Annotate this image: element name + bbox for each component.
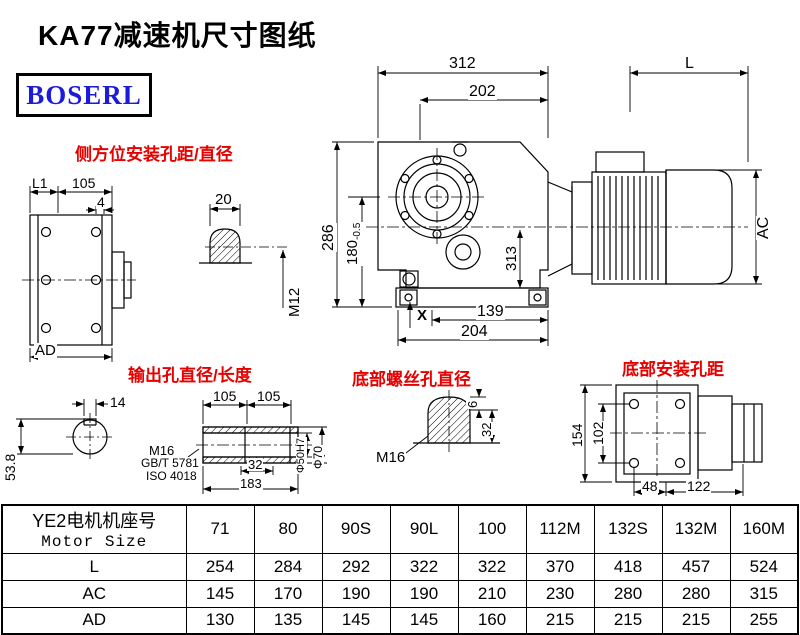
value-cell: 210 [457,579,527,608]
value-cell: 370 [525,552,595,581]
row-label-cell: AC [1,579,187,608]
table-row-AC: AC 145 170 190 190 210 230 280 280 315 [1,579,799,608]
motor-size-cell: 100 [457,504,527,554]
value-cell: 215 [593,606,663,635]
label-side-mount: 侧方位安装孔距/直径 [75,145,233,164]
value-cell: 315 [729,579,799,608]
value-cell: 145 [185,579,255,608]
dim-L1: L1 [31,175,49,191]
dim-286: 286 [320,223,337,252]
value-cell: 322 [457,552,527,581]
dim-139: 139 [476,303,505,320]
dim-204: 204 [460,323,489,340]
dim-32-shaft: 32 [247,457,264,472]
dim-phi50: Φ50H7 [295,436,307,474]
dim-6: 6 [465,399,480,409]
label-bottom-screw: 底部螺丝孔直径 [352,370,471,389]
motor-size-header-cell: YE2电机机座号 Motor Size [1,504,187,554]
value-cell: 280 [593,579,663,608]
motor-size-cell: 90L [389,504,459,554]
value-cell: 254 [185,552,255,581]
dim-102: 102 [590,420,606,446]
motor-size-cell: 80 [253,504,323,554]
bottom-screw-view [401,389,500,457]
value-cell: 280 [661,579,731,608]
value-cell: 322 [389,552,459,581]
motor-size-cell: 71 [185,504,255,554]
table-header-row: YE2电机机座号 Motor Size 71 80 90S 90L 100 11… [1,504,799,554]
value-cell: 160 [457,606,527,635]
value-cell: 215 [525,606,595,635]
motor-size-cell: 90S [321,504,391,554]
label-output-hole: 输出孔直径/长度 [128,366,252,385]
dim-4: 4 [96,194,106,210]
value-cell: 135 [253,606,323,635]
dim-phi70: Φ70 [311,445,325,470]
motor-size-table: YE2电机机座号 Motor Size 71 80 90S 90L 100 11… [1,504,799,635]
value-cell: 130 [185,606,255,635]
value-cell: 190 [389,579,459,608]
motor-size-cell: 160M [729,504,799,554]
main-centerlines [366,148,748,246]
dim-M16-screw: M16 [375,449,407,466]
dim-48: 48 [641,478,659,494]
key-profile-view [199,204,288,308]
dim-180-value: 180 [344,239,361,265]
motor-size-cell: 132S [593,504,663,554]
label-bottom-mount: 底部安装孔距 [622,360,724,379]
dim-53-8: 53.8 [2,452,18,482]
dim-AD: AD [34,342,57,359]
bottom-mount-view [610,380,763,488]
brand-logo: BOSERL [16,73,152,117]
value-cell: 457 [661,552,731,581]
dim-M16-bolt-spec: M16 [148,443,176,458]
motor-header-cn: YE2电机机座号 [32,511,157,532]
value-cell: 190 [321,579,391,608]
value-cell: 524 [729,552,799,581]
value-cell: 230 [525,579,595,608]
table-row-AD: AD 130 135 145 145 160 215 215 215 255 [1,606,799,635]
dim-105-side: 105 [71,175,97,191]
row-label-cell: L [1,552,187,581]
dim-32-screw: 32 [479,421,494,438]
dim-313: 313 [503,244,520,272]
table-row-L: L 254 284 292 322 322 370 418 457 524 [1,552,799,581]
dim-180-tolerance: -0.5 [352,222,363,240]
shaft-end-view [16,399,114,461]
value-cell: 292 [321,552,391,581]
value-cell: 418 [593,552,663,581]
page-title: KA77减速机尺寸图纸 [38,20,317,51]
motor-size-cell: 112M [525,504,595,554]
value-cell: 215 [661,606,731,635]
dim-ISO-standard: ISO 4018 [145,469,198,483]
dim-X: X [416,307,429,324]
main-front-view [377,141,733,308]
value-cell: 145 [389,606,459,635]
dim-122: 122 [686,478,712,494]
dim-L: L [684,55,695,72]
dim-105b: 105 [256,388,282,404]
dim-154: 154 [569,422,585,448]
brand-logo-text: BOSERL [26,79,142,110]
value-cell: 255 [729,606,799,635]
dim-202: 202 [468,83,497,100]
value-cell: 145 [321,606,391,635]
dim-180-tol: 180-0.5 [344,221,363,266]
side-view [22,214,136,346]
dim-183: 183 [239,476,263,491]
motor-size-cell: 132M [661,504,731,554]
row-label-cell: AD [1,606,187,635]
dim-20: 20 [214,191,233,208]
main-dimension-lines [332,66,762,346]
dim-312: 312 [448,55,477,72]
dim-105a: 105 [212,388,238,404]
dim-M12: M12 [286,286,303,318]
value-cell: 170 [253,579,323,608]
motor-header-en: Motor Size [41,533,148,552]
output-shaft-dimensions [202,400,327,494]
dim-GB-standard: GB/T 5781 [140,456,200,470]
dim-AC: AC [755,215,772,240]
value-cell: 284 [253,552,323,581]
dim-14: 14 [109,394,127,410]
